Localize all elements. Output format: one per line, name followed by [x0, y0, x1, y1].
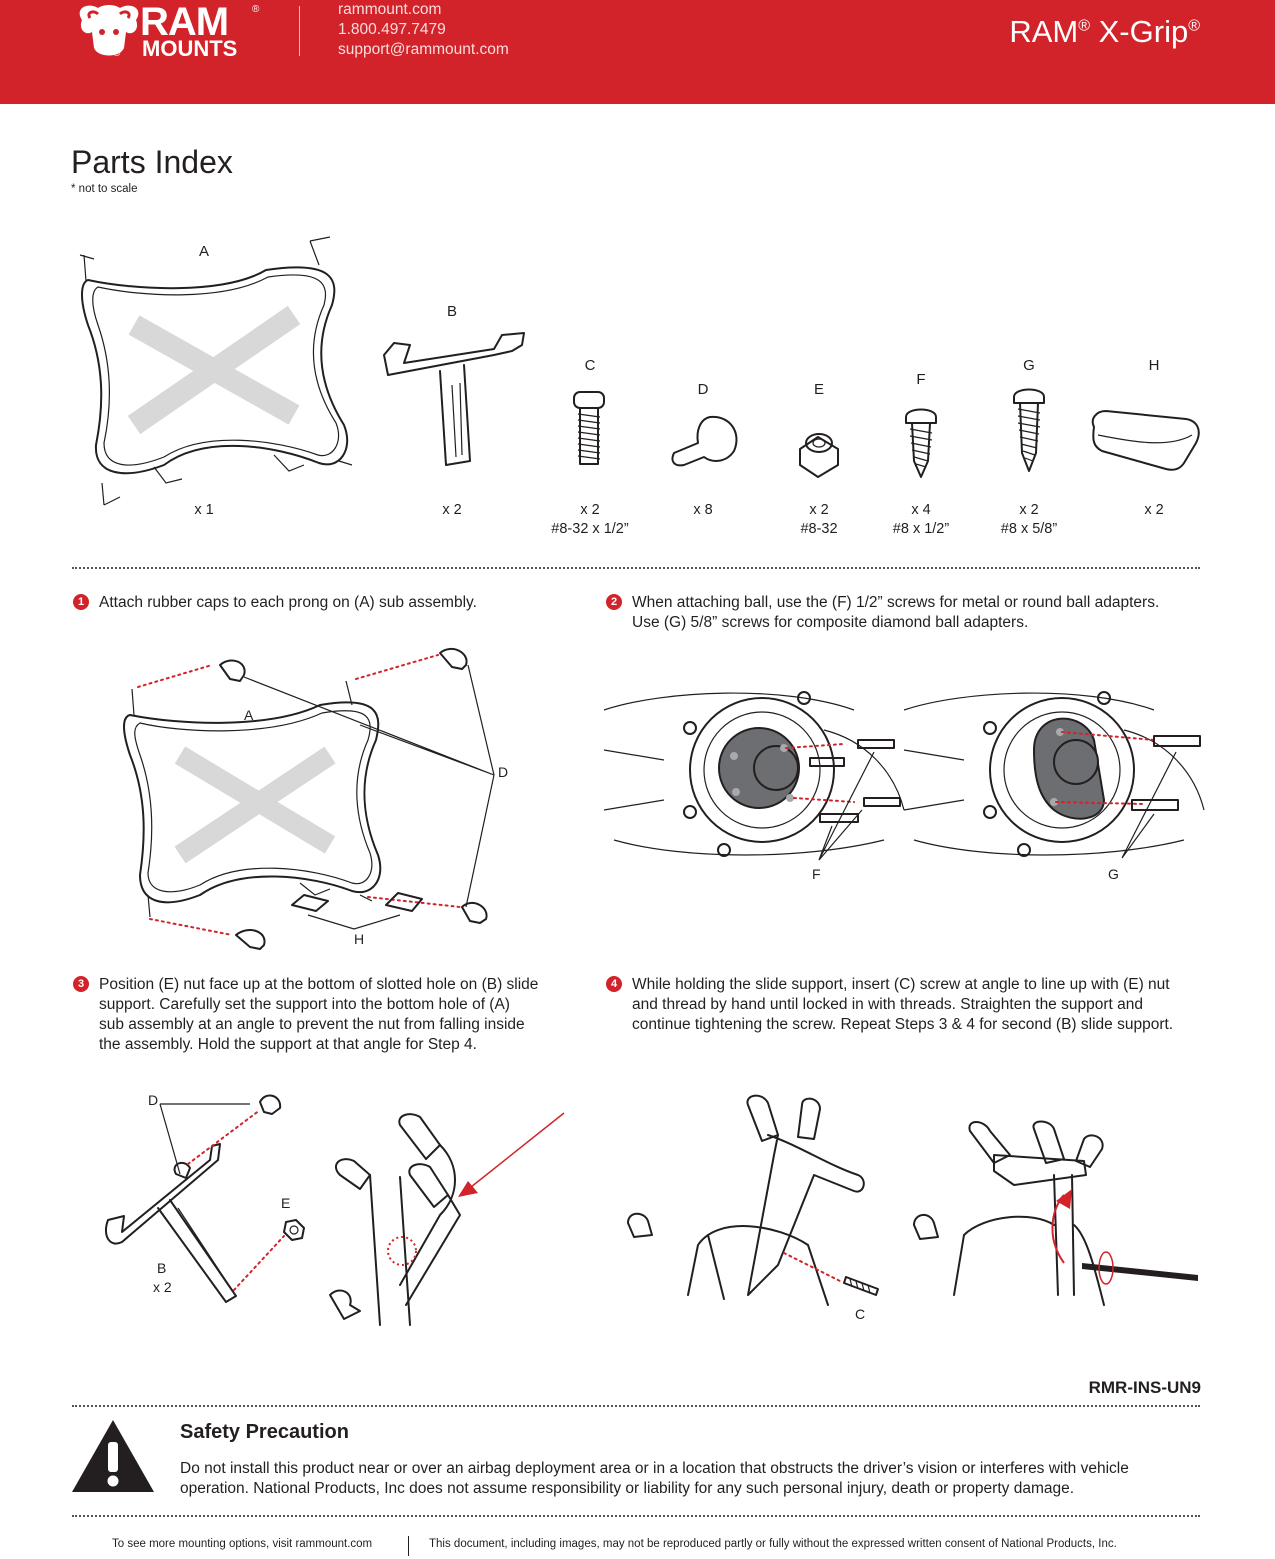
- warning-triangle-icon: [72, 1420, 154, 1492]
- step-number-badge: 4: [606, 976, 622, 992]
- section-divider: [72, 1515, 1200, 1517]
- logo-ram-text: RAM: [140, 0, 229, 44]
- part-letter-d: D: [697, 381, 709, 398]
- step-4-insert-screw-diagram: [627, 1094, 879, 1306]
- step-2-text: When attaching ball, use the (F) 1/2” sc…: [632, 594, 1160, 631]
- logo-registered-mark-small: ®: [113, 48, 121, 59]
- part-qty-a: x 1: [194, 502, 214, 518]
- step-1-label-d: D: [498, 764, 509, 780]
- contact-phone[interactable]: 1.800.497.7479: [338, 21, 446, 38]
- step-number-badge: 1: [73, 594, 89, 610]
- part-h-pad-drawing: [1091, 410, 1200, 471]
- part-g-long-wood-screw-drawing: [1013, 388, 1045, 472]
- step-2-label-g: G: [1108, 866, 1119, 882]
- step-number-badge: 3: [73, 976, 89, 992]
- logo-mounts-text: MOUNTS: [142, 36, 238, 61]
- part-letter-h: H: [1148, 357, 1160, 374]
- part-qty-d: x 8: [693, 502, 713, 518]
- ram-head-logo-icon: [79, 5, 139, 56]
- step-1-text: Attach rubber caps to each prong on (A) …: [99, 594, 477, 611]
- part-qty-c: x 2#8-32 x 1/2”: [551, 502, 629, 537]
- part-qty-b: x 2: [442, 502, 462, 518]
- step-4-text: While holding the slide support, insert …: [632, 976, 1174, 1033]
- logo-registered-mark: ®: [252, 4, 260, 15]
- step-4-label-c: C: [855, 1306, 866, 1322]
- part-letter-a: A: [198, 243, 209, 260]
- part-qty-e: x 2#8-32: [800, 502, 838, 537]
- safety-text: Do not install this product near or over…: [180, 1460, 1129, 1497]
- part-letter-b: B: [446, 303, 457, 320]
- step-3-label-d: D: [148, 1092, 159, 1108]
- step-3-text: Position (E) nut face up at the bottom o…: [99, 976, 539, 1053]
- scale-note: * not to scale: [71, 183, 138, 195]
- product-title: RAM® X-Grip®: [1009, 14, 1200, 49]
- step-3-insert-support-diagram: [329, 1112, 565, 1326]
- part-letter-f: F: [916, 371, 926, 388]
- safety-title: Safety Precaution: [180, 1421, 349, 1443]
- part-qty-h: x 2: [1144, 502, 1164, 518]
- contact-email[interactable]: support@rammount.com: [338, 41, 509, 58]
- section-divider: [72, 1405, 1200, 1407]
- footer-right-text: This document, including images, may not…: [429, 1538, 1117, 1550]
- part-c-machine-screw-drawing: [573, 391, 605, 465]
- part-qty-g: x 2#8 x 5/8”: [1000, 502, 1058, 537]
- step-1-label-a: A: [244, 707, 254, 723]
- step-2-round-ball-diagram: [603, 691, 905, 861]
- page-title: Parts Index: [71, 144, 233, 180]
- step-1-label-h: H: [354, 931, 365, 947]
- step-1-diagram: [123, 647, 495, 950]
- section-divider: [72, 567, 1200, 569]
- part-a-cradle-drawing: [79, 236, 353, 506]
- step-3-label-b: B: [157, 1260, 167, 1276]
- step-3-label-b-qty: x 2: [153, 1279, 172, 1295]
- header-divider: [299, 6, 300, 56]
- part-e-lock-nut-drawing: [799, 433, 839, 478]
- step-3-label-e: E: [281, 1195, 291, 1211]
- step-4-tighten-screw-diagram: [913, 1120, 1198, 1306]
- part-letter-c: C: [584, 357, 596, 374]
- step-2-label-f: F: [812, 866, 821, 882]
- part-f-wood-screw-drawing: [905, 408, 937, 478]
- step-2-diamond-ball-diagram: [903, 691, 1205, 859]
- part-b-slide-support-drawing: [383, 332, 525, 466]
- footer-left-text: To see more mounting options, visit ramm…: [112, 1538, 373, 1550]
- header-banner: RAM ® MOUNTS ® rammount.com 1.800.497.74…: [0, 0, 1275, 104]
- part-letter-g: G: [1023, 357, 1035, 374]
- part-letter-e: E: [813, 381, 824, 398]
- part-qty-f: x 4#8 x 1/2”: [892, 502, 950, 537]
- step-number-badge: 2: [606, 594, 622, 610]
- document-code: RMR-INS-UN9: [1088, 1378, 1201, 1397]
- footer-separator: [408, 1536, 409, 1556]
- step-3-slide-assembly-diagram: [104, 1094, 305, 1303]
- contact-website[interactable]: rammount.com: [338, 1, 442, 18]
- part-d-rubber-cap-drawing: [671, 415, 738, 467]
